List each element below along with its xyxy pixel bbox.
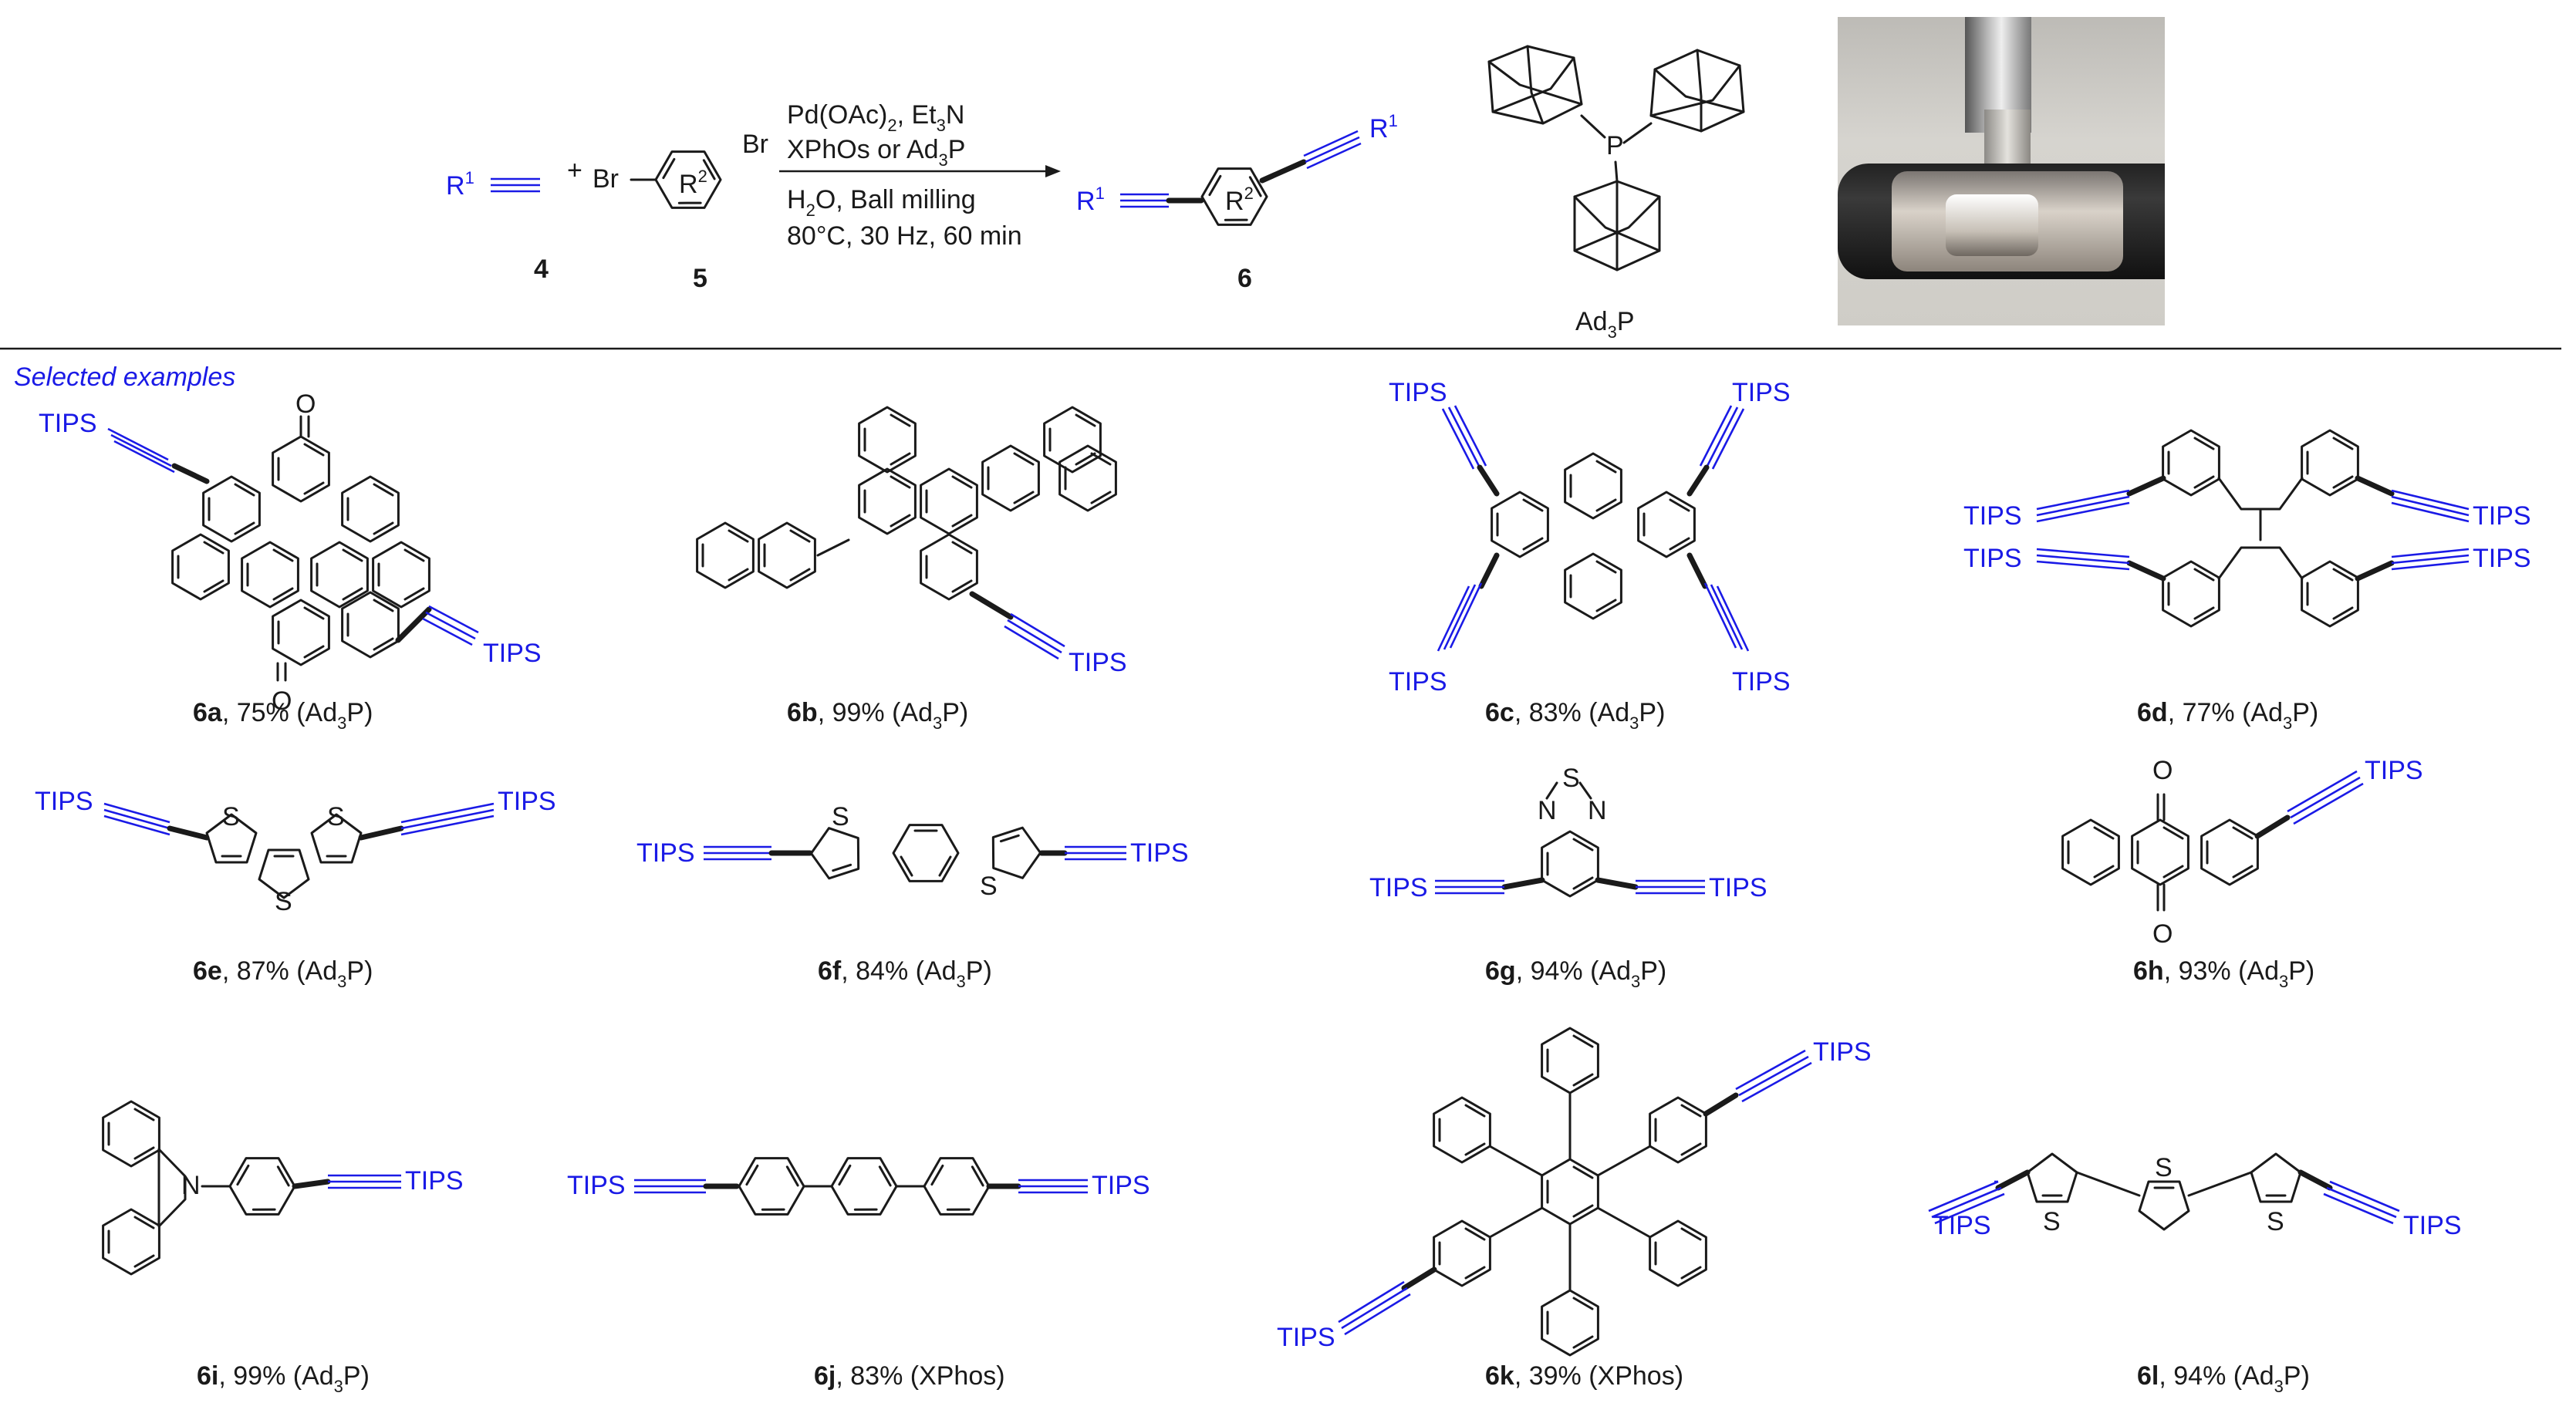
phosphorus-atom: P bbox=[1606, 131, 1624, 160]
oxygen-atom: O bbox=[2152, 919, 2173, 949]
tips-label: TIPS bbox=[2473, 544, 2531, 573]
tips-label: TIPS bbox=[498, 787, 556, 816]
reaction-scheme: R1 4 + Br R2 Br 5 Pd(OAc)2, Et3N XPhOs o… bbox=[446, 45, 1745, 342]
tips-label: TIPS bbox=[35, 787, 93, 816]
section-title: Selected examples bbox=[14, 363, 235, 392]
plus-sign: + bbox=[567, 156, 582, 185]
ad3p-caption: Ad3P bbox=[1575, 307, 1635, 342]
product-r1-right: R1 bbox=[1369, 111, 1398, 143]
tips-label: TIPS bbox=[1813, 1037, 1872, 1067]
tips-label: TIPS bbox=[636, 838, 695, 868]
tips-label: TIPS bbox=[1277, 1323, 1335, 1352]
caption-6k: 6k, 39% (XPhos) bbox=[1485, 1361, 1683, 1391]
product-r2-label: R2 bbox=[1225, 184, 1254, 216]
tips-label: TIPS bbox=[1933, 1211, 1991, 1240]
sulfur-atom: S bbox=[832, 802, 849, 831]
condition-line-4: 80°C, 30 Hz, 60 min bbox=[787, 221, 1022, 251]
caption-6e: 6e, 87% (Ad3P) bbox=[193, 956, 373, 991]
caption-6d: 6d, 77% (Ad3P) bbox=[2137, 698, 2318, 733]
caption-6f: 6f, 84% (Ad3P) bbox=[818, 956, 992, 991]
alkyne-r1-label: R1 bbox=[446, 168, 474, 201]
sulfur-atom: S bbox=[1562, 764, 1580, 793]
tips-label: TIPS bbox=[2365, 756, 2423, 785]
sulfur-atom: S bbox=[2267, 1207, 2284, 1236]
tips-label: TIPS bbox=[1369, 873, 1428, 902]
oxygen-atom: O bbox=[2152, 756, 2173, 785]
tips-label: TIPS bbox=[1092, 1171, 1150, 1200]
condition-line-2: XPhOs or Ad3P bbox=[787, 135, 965, 170]
caption-6l: 6l, 94% (Ad3P) bbox=[2137, 1361, 2310, 1396]
tips-label: TIPS bbox=[1069, 648, 1127, 677]
compound-6h: O O TIPS 6h, 93% (Ad3P) bbox=[2061, 756, 2423, 991]
r2-label: R2 bbox=[679, 167, 707, 199]
ball-mill-photo bbox=[1838, 17, 2165, 325]
compound-6i: N TIPS 6i, 99% (Ad3P) bbox=[102, 1100, 464, 1396]
compound-6d: TIPS TIPS TIPS TIPS 6d, 77% (Ad3P) bbox=[1963, 429, 2531, 733]
caption-6j: 6j, 83% (XPhos) bbox=[814, 1361, 1005, 1391]
sulfur-atom: S bbox=[222, 802, 240, 831]
compound-6j: TIPS TIPS 6j, 83% (XPhos) bbox=[567, 1142, 1150, 1391]
compound-6g: S N N TIPS TIPS 6g, 94% (Ad3P) bbox=[1369, 764, 1767, 991]
caption-6c: 6c, 83% (Ad3P) bbox=[1485, 698, 1665, 733]
tips-label: TIPS bbox=[1732, 378, 1791, 407]
tips-label: TIPS bbox=[567, 1171, 626, 1200]
compound-6c: TIPS TIPS TIPS TIPS 6c, 83% (Ad3P) bbox=[1389, 378, 1791, 733]
compound-6k: TIPS TIPS 6k, 39% (XPhos) bbox=[1277, 1027, 1872, 1391]
tips-label: TIPS bbox=[2403, 1211, 2462, 1240]
tips-label: TIPS bbox=[405, 1166, 464, 1196]
caption-6a: 6a, 75% (Ad3P) bbox=[193, 698, 373, 733]
ad3p-ligand: P bbox=[1487, 45, 1745, 342]
sulfur-atom: S bbox=[275, 887, 292, 916]
tips-label: TIPS bbox=[483, 639, 542, 668]
bromo-top: Br bbox=[742, 130, 768, 159]
bromo-left: Br bbox=[593, 164, 619, 194]
compound-number-6: 6 bbox=[1237, 264, 1252, 293]
caption-6g: 6g, 94% (Ad3P) bbox=[1485, 956, 1666, 991]
tips-label: TIPS bbox=[1389, 667, 1447, 696]
condition-line-3: H2O, Ball milling bbox=[787, 185, 976, 220]
tips-label: TIPS bbox=[39, 409, 97, 438]
compound-6l: S S S TIPS TIPS 6l, 94% (Ad3P) bbox=[1928, 1152, 2462, 1396]
nitrogen-atom: N bbox=[1538, 796, 1557, 825]
compound-6b: TIPS 6b, 99% (Ad3P) bbox=[696, 406, 1127, 733]
product-r1-left: R1 bbox=[1076, 184, 1105, 216]
compound-6e: TIPS S S S TIPS 6e, 87% (Ad3P) bbox=[35, 787, 556, 991]
nitrogen-atom: N bbox=[181, 1171, 201, 1200]
oxygen-atom: O bbox=[272, 686, 292, 716]
caption-6b: 6b, 99% (Ad3P) bbox=[787, 698, 968, 733]
sulfur-atom: S bbox=[2155, 1153, 2173, 1182]
compound-number-5: 5 bbox=[693, 264, 707, 293]
tips-label: TIPS bbox=[1130, 838, 1189, 868]
tips-label: TIPS bbox=[1963, 544, 2022, 573]
sulfur-atom: S bbox=[980, 872, 998, 901]
sulfur-atom: S bbox=[327, 802, 345, 831]
tips-label: TIPS bbox=[1709, 873, 1767, 902]
tips-label: TIPS bbox=[1389, 378, 1447, 407]
caption-6i: 6i, 99% (Ad3P) bbox=[197, 1361, 370, 1396]
terminal-alkyne bbox=[491, 177, 540, 193]
compound-6f: TIPS S S TIPS 6f, 84% (Ad3P) bbox=[636, 802, 1189, 991]
caption-6h: 6h, 93% (Ad3P) bbox=[2133, 956, 2314, 991]
nitrogen-atom: N bbox=[1588, 796, 1607, 825]
compound-6a: TIPS O O TIPS 6a, 75% (Ad3P) bbox=[39, 390, 542, 733]
sulfur-atom: S bbox=[2043, 1207, 2061, 1236]
tips-label: TIPS bbox=[2473, 501, 2531, 531]
oxygen-atom: O bbox=[295, 390, 316, 419]
tips-label: TIPS bbox=[1732, 667, 1791, 696]
condition-line-1: Pd(OAc)2, Et3N bbox=[787, 100, 964, 135]
compound-number-4: 4 bbox=[534, 255, 549, 284]
tips-label: TIPS bbox=[1963, 501, 2022, 531]
